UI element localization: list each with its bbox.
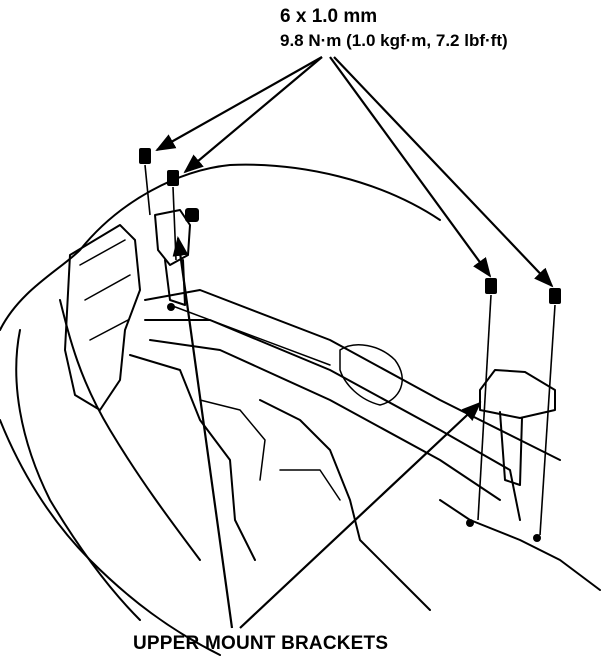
bolt-icon-2 <box>167 170 179 186</box>
bolt-size-callout: 6 x 1.0 mm <box>280 6 378 27</box>
headlight-housing <box>64 224 141 411</box>
bolt-torque-callout: 9.8 N·m (1.0 kgf·m, 7.2 lbf·ft) <box>280 31 508 50</box>
bracket-right-stem <box>499 411 523 486</box>
inner-panel-left <box>129 354 256 561</box>
bracket-leader-lines <box>172 236 482 629</box>
bolt-icon-1 <box>139 148 151 164</box>
bumper-left-edge <box>15 329 141 621</box>
radiator-support-beam-edge <box>169 304 331 366</box>
bumper-inner-contour <box>59 299 201 561</box>
mount-holes <box>167 303 541 542</box>
bolt-icon-4 <box>485 278 497 294</box>
headlight-lens-lines <box>79 239 131 341</box>
spec-leader-lines <box>155 56 554 288</box>
upper-mount-brackets-label: UPPER MOUNT BRACKETS <box>133 633 389 654</box>
bolts <box>139 148 561 304</box>
bumper-outer-contour <box>0 163 441 331</box>
hood-latch-outline <box>339 344 403 406</box>
radiator-support-beam-lower <box>149 339 501 501</box>
radiator-support-beam-front <box>144 319 521 521</box>
bumper-lower-contour <box>0 419 221 656</box>
bolt-icon-5 <box>549 288 561 304</box>
inner-panel-center <box>259 399 431 611</box>
inner-panel-detail <box>199 399 341 501</box>
radiator-support-beam-top <box>144 289 561 461</box>
upper-mount-bracket-left <box>154 209 191 266</box>
lower-support-right <box>439 499 601 591</box>
upper-mount-bracket-right <box>479 369 556 419</box>
bolt-icon-3 <box>185 208 199 222</box>
